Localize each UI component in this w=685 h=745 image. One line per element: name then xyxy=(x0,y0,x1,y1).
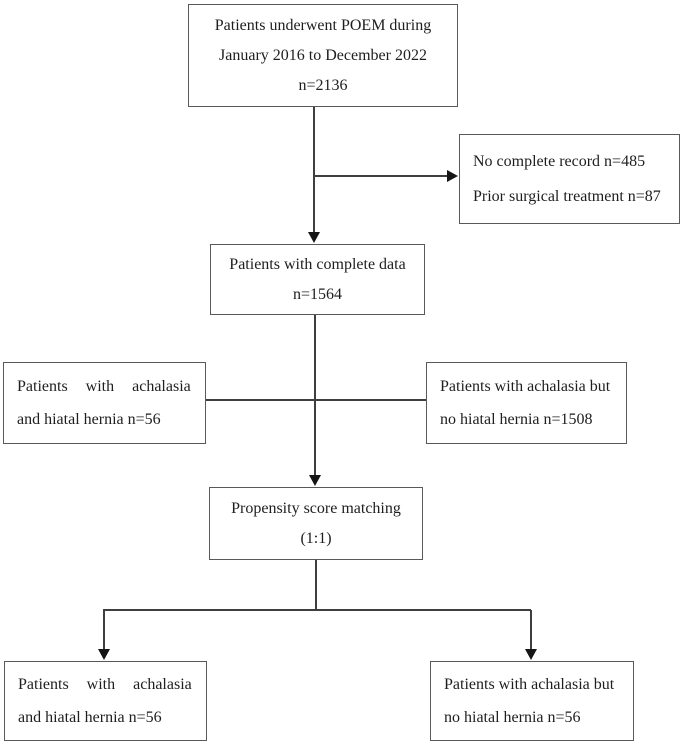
arrowhead-down-icon xyxy=(309,475,321,486)
connector-to-exclusion xyxy=(313,175,447,177)
flow-box-text-line: n=1564 xyxy=(292,285,343,303)
flow-box-text-line: Patients with achalasia xyxy=(17,377,191,395)
flow-box-text-line: n=2136 xyxy=(298,76,348,94)
arrowhead-down-icon xyxy=(98,649,110,660)
connector-hernia-groups xyxy=(206,399,426,401)
flow-box-text-line: Propensity score matching xyxy=(231,499,401,517)
flow-box-complete-data: Patients with complete data n=1564 xyxy=(210,244,425,315)
connector-complete-to-psm xyxy=(314,315,316,475)
connector-branch-left xyxy=(103,610,105,649)
flow-box-text-line: no hiatal hernia n=1508 xyxy=(440,410,593,428)
flow-box-patients-underwent-poem: Patients underwent POEM during January 2… xyxy=(188,4,458,107)
connector-top-to-complete xyxy=(313,107,315,233)
flow-box-propensity-score-matching: Propensity score matching (1:1) xyxy=(209,487,423,560)
flow-box-text-line: and hiatal hernia n=56 xyxy=(18,708,162,726)
flow-box-matched-achalasia-no-hiatal-hernia: Patients with achalasia but no hiatal he… xyxy=(430,661,634,741)
flow-box-text-line: Patients with achalasia xyxy=(18,676,192,694)
flow-box-text-line: Patients with achalasia but xyxy=(440,377,611,395)
connector-branch-horizontal xyxy=(103,609,531,611)
flow-box-text-line: Patients with achalasia but xyxy=(444,676,615,694)
arrowhead-down-icon xyxy=(525,649,537,660)
flow-box-text-line: No complete record n=485 xyxy=(473,152,646,170)
flow-box-text-line: no hiatal hernia n=56 xyxy=(444,708,581,726)
flow-box-achalasia-hiatal-hernia: Patients with achalasia and hiatal herni… xyxy=(3,362,206,444)
flow-box-matched-achalasia-hiatal-hernia: Patients with achalasia and hiatal herni… xyxy=(4,661,207,741)
flow-box-excluded-patients: No complete record n=485 Prior surgical … xyxy=(459,134,680,224)
flow-box-text-line: January 2016 to December 2022 xyxy=(219,46,427,64)
flow-box-text-line: Prior surgical treatment n=87 xyxy=(473,188,661,206)
flow-box-text-line: Patients with complete data xyxy=(229,256,406,274)
connector-branch-right xyxy=(530,610,532,649)
connector-psm-to-branch xyxy=(315,560,317,611)
arrowhead-right-icon xyxy=(447,170,458,182)
flow-box-achalasia-no-hiatal-hernia: Patients with achalasia but no hiatal he… xyxy=(426,362,627,444)
flow-box-text-line: Patients underwent POEM during xyxy=(214,16,432,34)
arrowhead-down-icon xyxy=(308,232,320,243)
flow-box-text-line: (1:1) xyxy=(300,529,332,547)
flow-box-text-line: and hiatal hernia n=56 xyxy=(17,410,161,428)
